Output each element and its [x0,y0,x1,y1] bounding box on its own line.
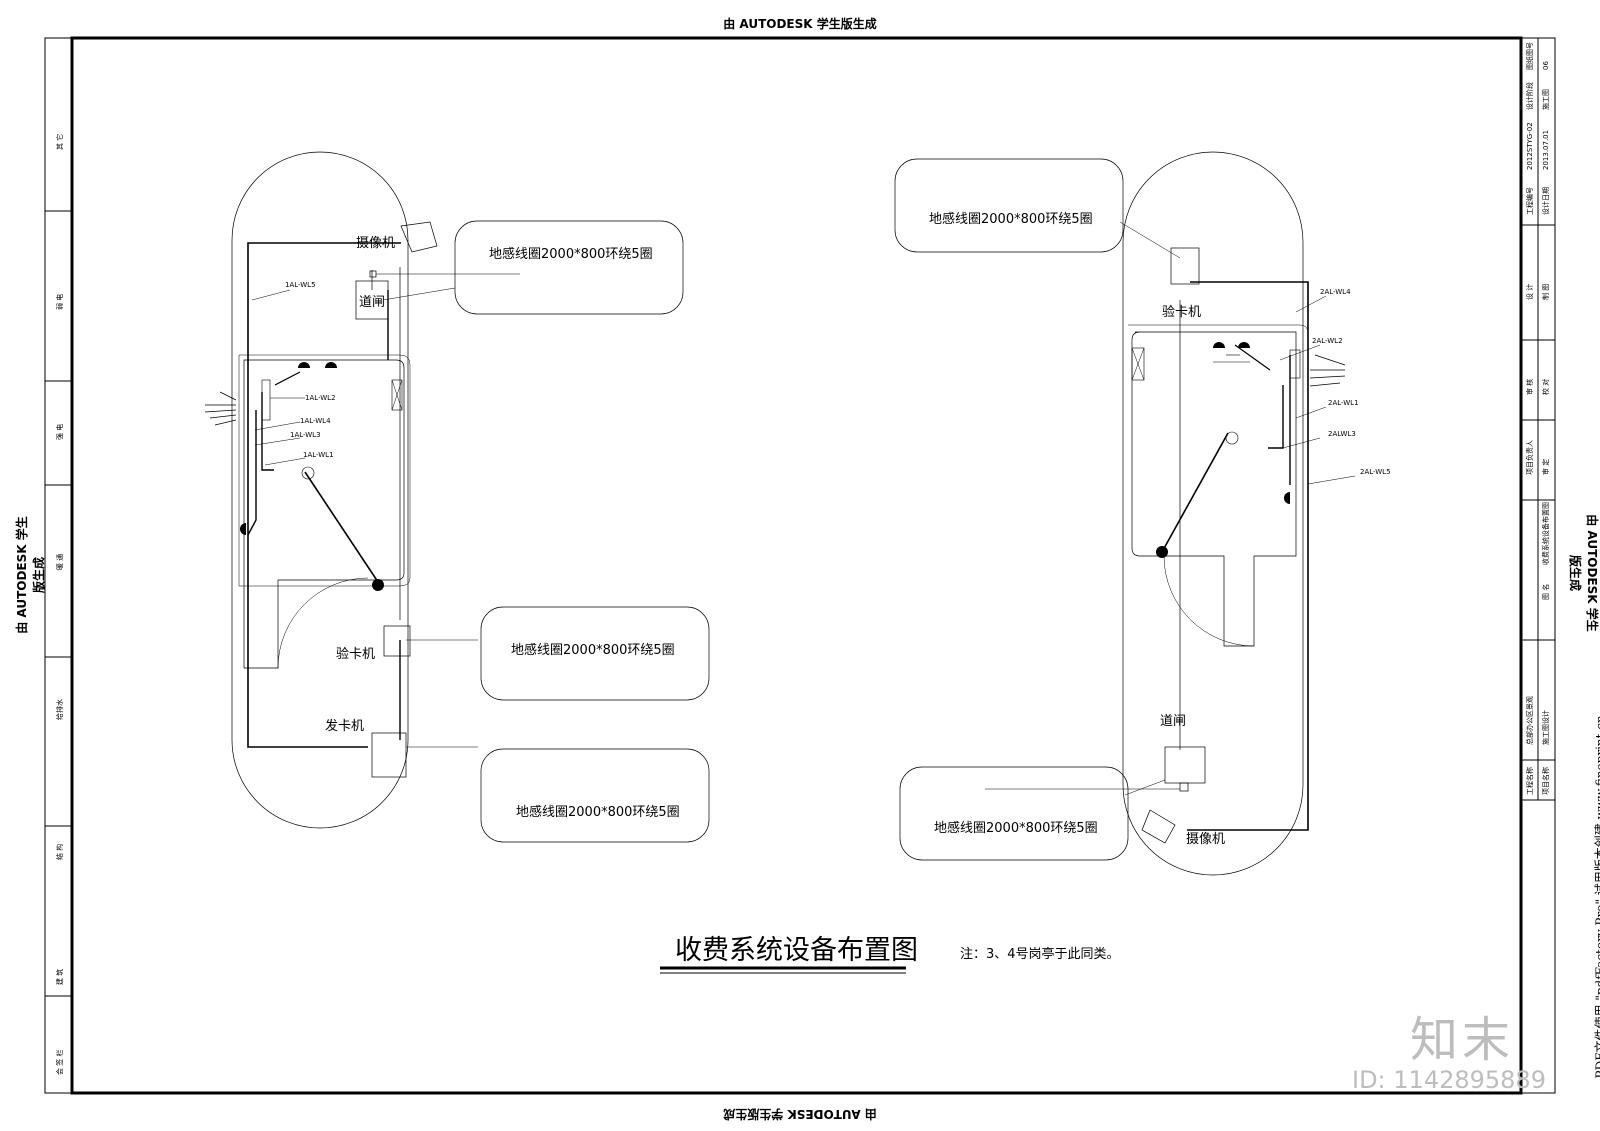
left-wire-1al-wl5: 1AL-WL5 [285,281,316,289]
project-name-label: 工程名称 [1525,767,1534,795]
right-loops [894,158,1129,861]
left-loops [454,220,710,843]
left-camera-label: 摄像机 [356,236,395,251]
brand-logo: 知末 [1410,1012,1515,1068]
right-loop-bottom [899,766,1129,861]
right-wire-2alwl3: 2ALWL3 [1328,430,1356,438]
left-camera-symbol [400,221,438,253]
design-date: 2013.07.01 [1542,130,1550,170]
drawing-name: 收费系统设备布置图 [1541,502,1550,565]
project-name: 总部办公区景观 [1525,696,1534,745]
left-loop-mid [480,606,710,701]
left-booth-outline-inner [238,354,411,587]
right-door-arc [1163,555,1255,647]
side-label-plumbing: 给排水 [55,699,64,720]
right-gate-box [1164,746,1206,784]
project-no-label: 工程编号 [1525,187,1534,215]
side-strip-labels: 其 它 弱 电 强 电 暖 通 给排水 结 构 建 筑 会 签 栏 [55,134,64,1075]
check-label: 校 对 [1541,379,1550,395]
left-wire-1al-wl4: 1AL-WL4 [300,417,331,425]
left-wire-1al-wl2: 1AL-WL2 [305,394,336,402]
right-camera-symbol [1141,809,1176,844]
side-label-arch: 建 筑 [55,969,64,985]
left-wire-1al-wl1: 1AL-WL1 [303,451,334,459]
right-wire-2al-wl5: 2AL-WL5 [1360,468,1391,476]
design-label: 设 计 [1525,284,1534,300]
autodesk-stamp-top: 由 AUTODESK 学生版生成 [723,17,877,31]
drawing-no-label: 图纸图号 [1525,42,1534,70]
project-no: 2012STYG-02 [1526,122,1534,170]
right-wire-diagonal [1161,432,1229,553]
right-loop-bottom-label: 地感线圈2000*800环绕5圈 [934,820,1098,836]
pm-label: 项目负责人 [1525,440,1534,475]
side-label-weak: 弱 电 [55,294,64,310]
left-wire-camera [247,242,401,748]
right-reader-box [1170,247,1200,285]
approve-label: 审 定 [1541,459,1550,475]
left-wire-diagonal [304,471,381,586]
left-gate-box [355,280,389,320]
left-panel-a [261,379,271,421]
left-booth-dots [240,362,384,591]
design-date-label: 设计日期 [1541,187,1550,215]
left-panel-b [391,379,403,411]
right-loop-top-label: 地感线圈2000*800环绕5圈 [929,211,1093,227]
right-camera-label: 摄像机 [1186,832,1225,847]
left-booth [204,151,520,829]
left-loop-bottom [480,748,710,843]
design-stage: 施工图 [1541,89,1550,110]
drawing-title: 收费系统设备布置图 [675,935,918,966]
left-wire-1al-wl3: 1AL-WL3 [290,431,321,439]
left-loop-top-label: 地感线圈2000*800环绕5圈 [489,246,653,262]
right-wire-2al-wl1: 2AL-WL1 [1328,399,1359,407]
side-strip [45,210,72,997]
left-loop-top [454,220,684,315]
left-reader-label: 验卡机 [336,646,375,662]
side-label-hvac: 暖 通 [55,554,64,570]
right-wire-2al-wl2: 2AL-WL2 [1312,337,1343,345]
right-booth [985,151,1356,876]
drawing-name-label: 图 名 [1541,584,1550,600]
side-label-countersign: 会 签 栏 [55,1050,64,1075]
left-leader-top [382,287,456,301]
drawing-note: 注：3、4号岗亭于此同类。 [960,946,1120,962]
review-label: 审 核 [1525,379,1534,395]
right-booth-dots [1156,342,1290,558]
item-name-label: 项目名称 [1541,767,1550,795]
left-island-outline [231,151,409,829]
drafting-label: 制 图 [1541,284,1550,300]
design-stage-label: 设计阶段 [1525,82,1534,110]
right-wire-main [1187,281,1309,831]
left-issuer-label: 发卡机 [325,718,364,734]
right-booth-outline [1131,331,1297,647]
left-gate-label: 道闸 [359,295,385,310]
left-issuer-box [371,732,407,778]
left-booth-outline [243,359,405,669]
left-door-arc [277,577,369,669]
left-loop-bottom-label: 地感线圈2000*800环绕5圈 [516,804,680,820]
side-label-structure: 结 构 [55,844,64,860]
right-reader-label: 验卡机 [1162,304,1201,320]
right-wire-2al-wl4: 2AL-WL4 [1320,288,1351,296]
item-name: 施工图设计 [1541,710,1550,745]
right-island-outline [1122,151,1304,876]
right-loop-top [894,158,1124,253]
side-label-strong: 强 电 [55,424,64,440]
right-panel-b [1289,349,1301,379]
brand-id: ID: 1142895889 [1352,1066,1546,1094]
title-block-text: 设计阶段 施工图 图纸图号 06 工程编号 2012STYG-02 设计日期 2… [1525,42,1550,795]
title-block [1521,38,1555,801]
pdf-note: PDF文件使用 "pdfFactory Pro" 试用版本创建 www.fine… [1593,715,1600,1079]
left-reader-box [383,625,411,657]
inner-border [70,36,1523,1095]
side-label-other: 其 它 [55,134,64,150]
drawing-no: 06 [1542,61,1550,70]
right-panel-a [1131,347,1145,381]
left-loop-mid-label: 地感线圈2000*800环绕5圈 [511,642,675,658]
right-gate-label: 道闸 [1160,714,1186,729]
